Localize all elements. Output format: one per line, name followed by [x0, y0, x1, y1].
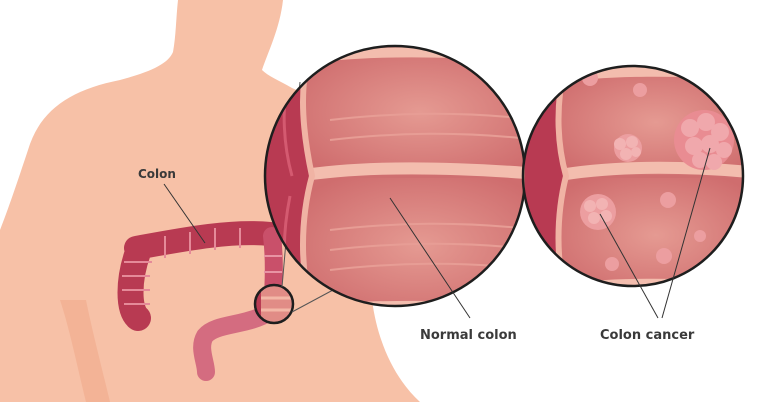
colon-cancer-magnified-view [520, 60, 756, 300]
polyp-small-top [614, 134, 642, 162]
colon-label: Colon [138, 167, 176, 181]
normal-colon-label: Normal colon [420, 328, 517, 343]
colon-cancer-label: Colon cancer [600, 328, 695, 343]
tumor-large [674, 110, 734, 170]
polyp-lower [580, 194, 616, 230]
